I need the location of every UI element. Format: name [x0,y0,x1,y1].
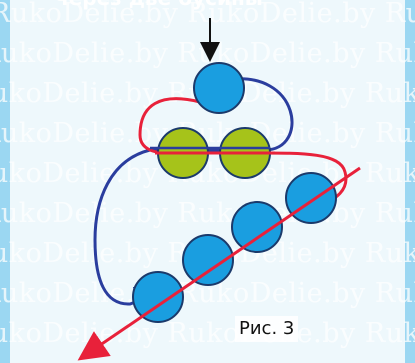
top-caption: через две бусины [55,0,263,10]
blue-thread [93,77,294,316]
chain-bead-2 [231,201,283,253]
left-border [0,0,10,363]
chain-bead-4 [132,271,184,323]
chain-bead-3 [182,234,234,286]
figure-label: Рис. 3 [235,316,299,342]
right-border [405,0,415,363]
red-thread-exit [77,166,361,361]
top-blue-bead [193,62,245,114]
chain-bead-1 [285,172,337,224]
